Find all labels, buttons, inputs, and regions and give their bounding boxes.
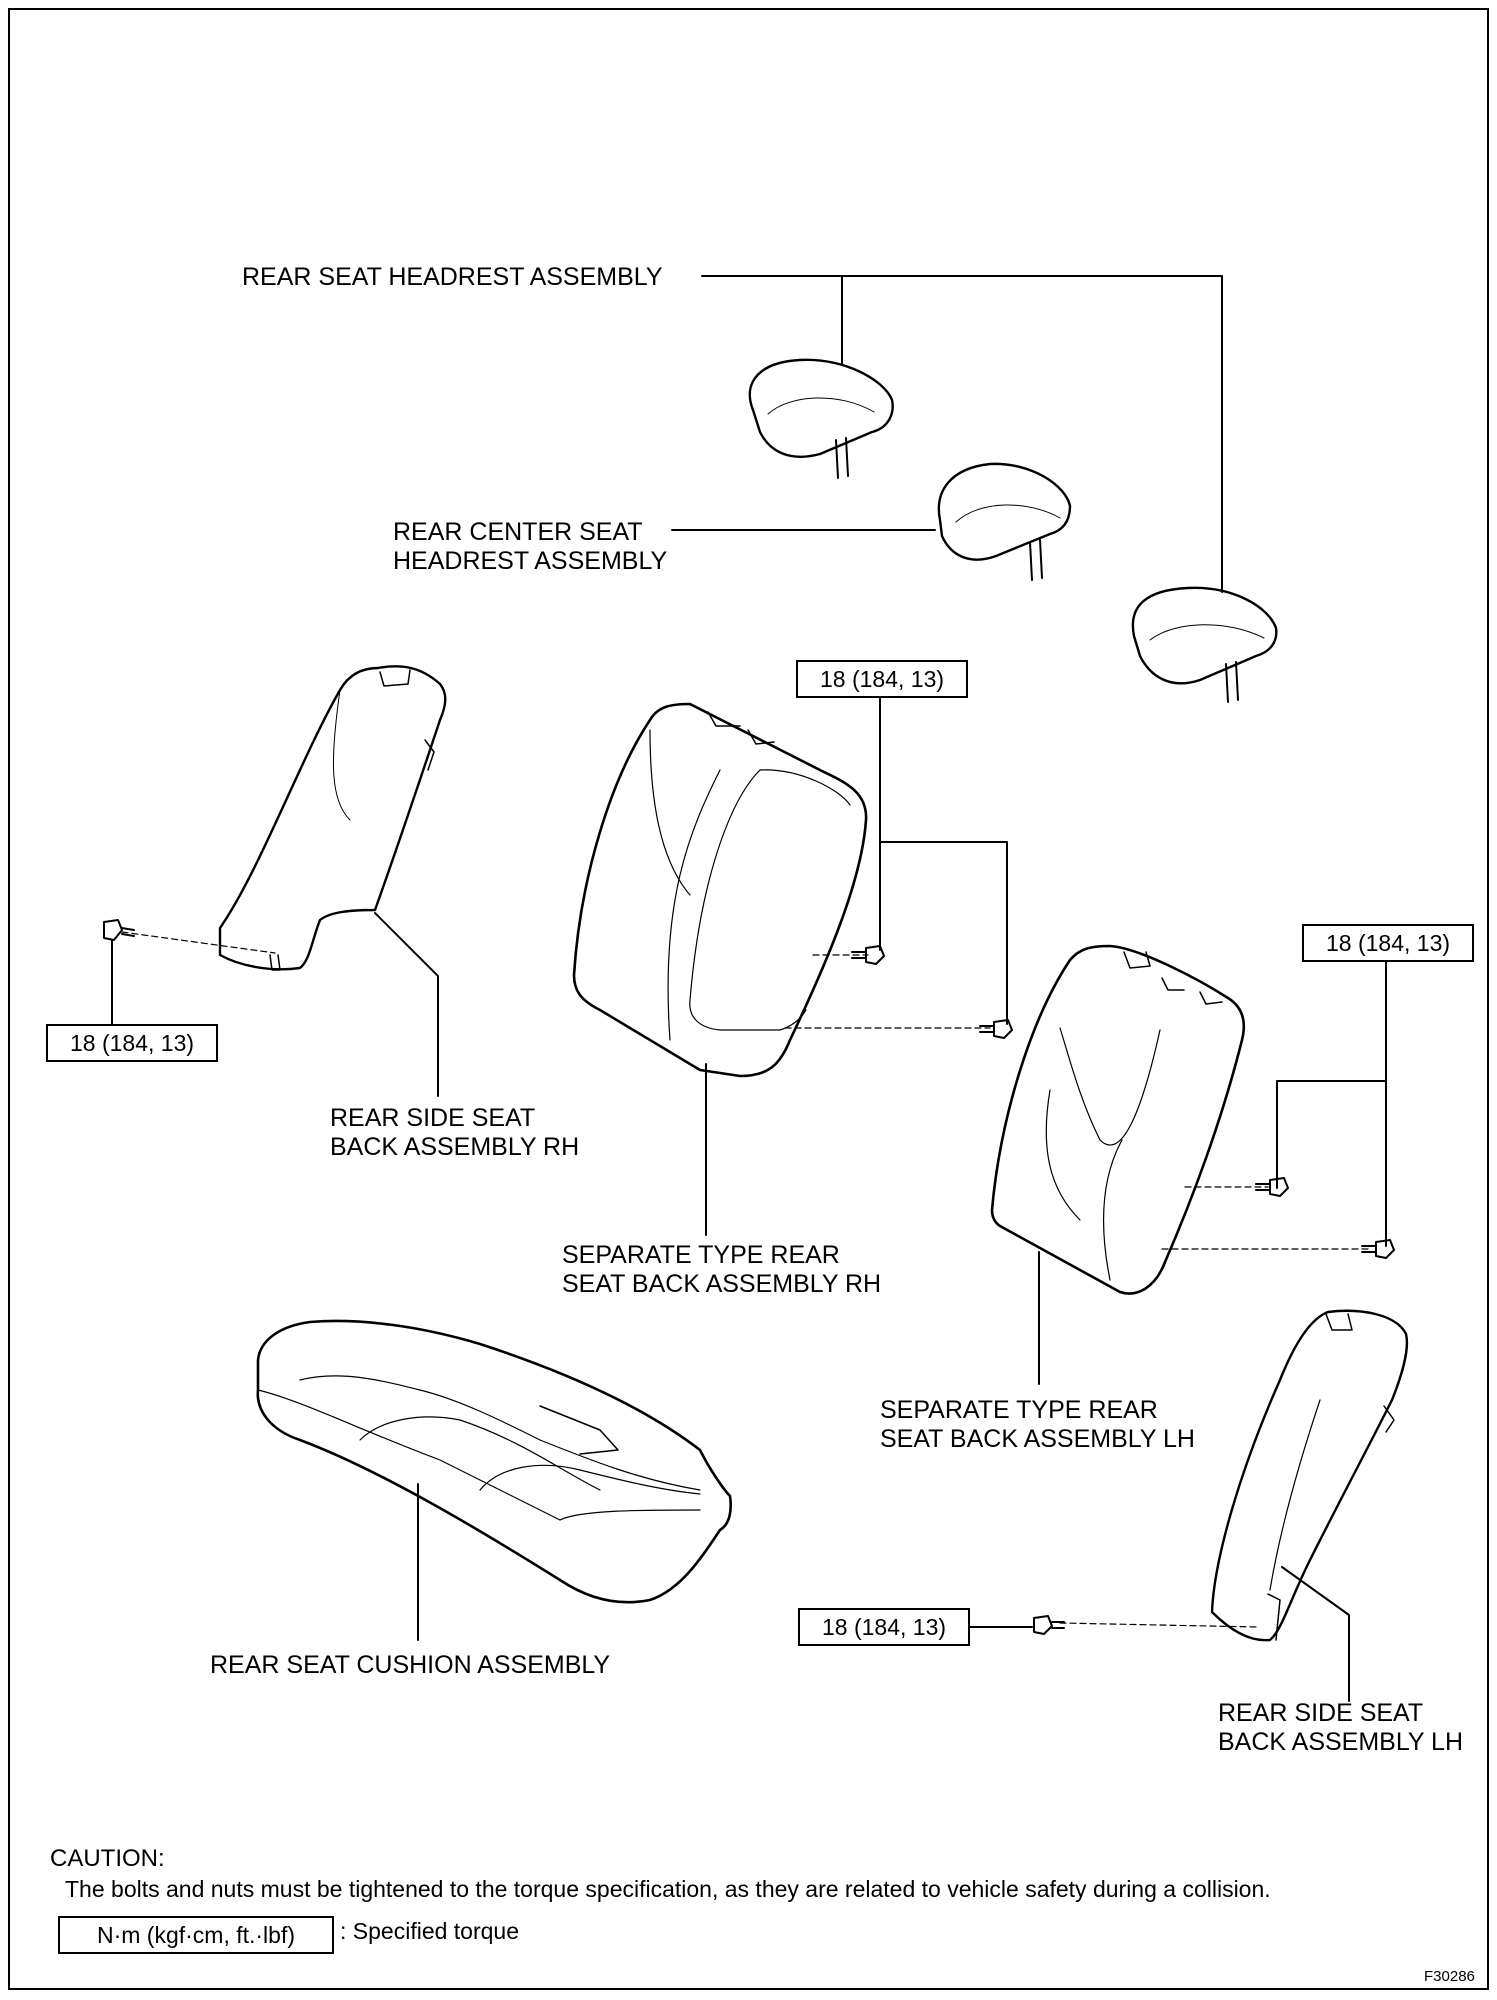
label-headrest-assembly: REAR SEAT HEADREST ASSEMBLY bbox=[242, 263, 663, 291]
seatback-rh bbox=[572, 702, 868, 1078]
label-cushion-assembly: REAR SEAT CUSHION ASSEMBLY bbox=[210, 1651, 611, 1679]
bolt-seatback-lh-lower bbox=[1361, 1239, 1395, 1259]
label-side-back-rh-line2: BACK ASSEMBLY RH bbox=[330, 1133, 580, 1161]
legend-text: : Specified torque bbox=[340, 1918, 520, 1944]
torque-box-side-lh: 18 (184, 13) bbox=[798, 1608, 970, 1646]
bolt-seatback-rh-upper bbox=[851, 945, 885, 965]
label-side-back-rh-line1: REAR SIDE SEAT bbox=[330, 1104, 536, 1132]
label-sep-back-lh-line2: SEAT BACK ASSEMBLY LH bbox=[880, 1425, 1195, 1453]
label-sep-back-rh-line2: SEAT BACK ASSEMBLY RH bbox=[562, 1270, 882, 1298]
label-side-back-lh-line1: REAR SIDE SEAT bbox=[1218, 1699, 1424, 1727]
headrest-top bbox=[748, 358, 894, 479]
caution-text: The bolts and nuts must be tightened to … bbox=[65, 1876, 1271, 1902]
label-center-headrest-line1: REAR CENTER SEAT bbox=[393, 518, 643, 546]
headrest-right bbox=[1131, 586, 1278, 703]
bolt-seatback-lh-upper bbox=[1255, 1177, 1289, 1197]
bolt-seatback-rh-lower bbox=[979, 1019, 1013, 1039]
bolt-left-rh bbox=[103, 919, 135, 941]
label-center-headrest-line2: HEADREST ASSEMBLY bbox=[393, 547, 668, 575]
legend-torque-box: N·m (kgf·cm, ft.·lbf) bbox=[58, 1916, 334, 1954]
figure-id: F30286 bbox=[1424, 1968, 1475, 1985]
label-sep-back-lh-line1: SEPARATE TYPE REAR bbox=[880, 1396, 1158, 1424]
torque-box-side-rh: 18 (184, 13) bbox=[46, 1024, 218, 1062]
bolts bbox=[103, 919, 1395, 1635]
side-seatback-lh bbox=[1210, 1309, 1409, 1642]
headrest-center bbox=[937, 462, 1072, 581]
caution-title: CAUTION: bbox=[50, 1845, 165, 1872]
side-seatback-rh bbox=[218, 665, 447, 971]
leader-lines bbox=[111, 275, 1387, 1702]
page-frame bbox=[8, 8, 1489, 1990]
label-sep-back-rh-line1: SEPARATE TYPE REAR bbox=[562, 1241, 840, 1269]
bolt-axis-lines bbox=[121, 931, 1373, 1628]
torque-box-seatback-lh: 18 (184, 13) bbox=[1302, 924, 1474, 962]
seatback-lh bbox=[990, 944, 1246, 1295]
bolt-side-lh bbox=[1033, 1615, 1065, 1635]
seat-cushion bbox=[256, 1319, 732, 1604]
torque-box-seatback-rh: 18 (184, 13) bbox=[796, 660, 968, 698]
label-side-back-lh-line2: BACK ASSEMBLY LH bbox=[1218, 1728, 1464, 1756]
